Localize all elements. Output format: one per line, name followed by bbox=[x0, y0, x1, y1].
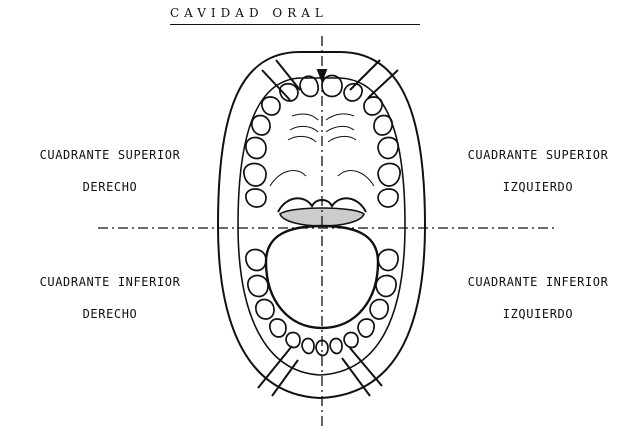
corner-stroke-bottom-right-1 bbox=[350, 348, 382, 386]
corner-stroke-top-right-1 bbox=[368, 70, 398, 98]
corner-stroke-bottom-left-1 bbox=[258, 346, 292, 388]
corner-stroke-top-left-2 bbox=[276, 60, 300, 90]
